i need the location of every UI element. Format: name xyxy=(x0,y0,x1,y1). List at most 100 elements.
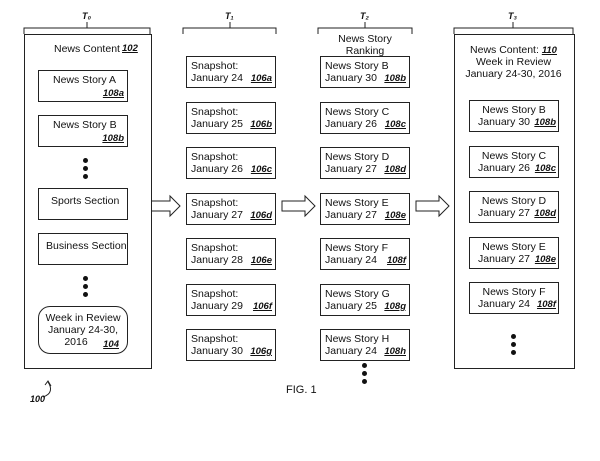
snapshot-4-ref: 106d xyxy=(250,209,272,221)
t0-bracket xyxy=(23,22,151,34)
week-in-review-line1: Week in Review xyxy=(45,312,121,324)
ellipsis-dot xyxy=(83,174,88,179)
snapshot-2-line1: Snapshot: xyxy=(191,105,239,118)
snapshot-5-box: Snapshot:January 28 106e xyxy=(186,238,276,270)
review-story-4-line2: January 27 xyxy=(478,252,530,265)
ellipsis-dot xyxy=(511,350,516,355)
week-review-title-ref: 110 xyxy=(541,45,557,56)
ellipsis-dot xyxy=(83,292,88,297)
news-story-b-box: News Story B 108b xyxy=(38,115,128,147)
figure-caption: FIG. 1 xyxy=(286,384,317,396)
arrow-t1-t2 xyxy=(281,194,316,218)
week-in-review-ref: 104 xyxy=(103,339,119,350)
snapshot-6-ref: 106f xyxy=(252,300,272,312)
t1-bracket xyxy=(182,22,277,34)
review-story-3-line2: January 27 xyxy=(478,207,530,219)
news-story-a-box: News Story A 108a xyxy=(38,70,128,102)
ellipsis-dot xyxy=(362,371,367,376)
time-label-t1: T₁ xyxy=(225,11,234,21)
snapshot-2-line2: January 25 xyxy=(191,117,243,130)
news-story-a-label: News Story A xyxy=(53,74,117,86)
ellipsis-dot xyxy=(83,158,88,163)
snapshot-7-box: Snapshot:January 30 106g xyxy=(186,329,276,361)
arrow-t2-t3 xyxy=(415,194,450,218)
review-story-5-ref: 108f xyxy=(536,299,556,310)
review-story-3-line1: News Story D xyxy=(481,195,547,207)
ranking-title-line1: News Story xyxy=(338,33,392,45)
time-label-t3: T₃ xyxy=(508,11,517,21)
ranked-story-1-line2: January 30 xyxy=(325,72,377,84)
snapshot-4-line1: Snapshot: xyxy=(191,196,239,209)
review-story-4-line1: News Story E xyxy=(482,240,546,253)
ranked-story-2-ref: 108c xyxy=(384,118,406,130)
ellipsis-dot xyxy=(83,276,88,281)
review-story-4-ref: 108e xyxy=(534,253,556,265)
week-review-title-line1: News Content: 110 xyxy=(470,44,557,56)
snapshot-7-line2: January 30 xyxy=(191,345,243,357)
week-review-title-line2: Week in Review xyxy=(475,56,552,68)
t3-bracket xyxy=(453,22,574,34)
snapshot-5-line2: January 28 xyxy=(191,254,243,266)
figure-ref-pointer xyxy=(42,381,52,398)
ranked-story-6-line2: January 25 xyxy=(325,299,377,312)
week-review-title-line3: January 24-30, 2016 xyxy=(465,68,562,80)
ellipsis-dot xyxy=(83,284,88,289)
review-story-1-ref: 108b xyxy=(534,117,556,128)
sports-section-box: Sports Section xyxy=(38,188,128,220)
snapshot-4-line2: January 27 xyxy=(191,208,243,221)
ranked-story-6-ref: 108g xyxy=(384,300,406,312)
snapshot-6-box: Snapshot:January 29 106f xyxy=(186,283,276,316)
review-story-2-line1: News Story C xyxy=(481,149,547,162)
news-story-a-ref: 108a xyxy=(102,88,124,99)
week-in-review-line2: January 24-30, xyxy=(47,324,119,336)
ellipsis-dot xyxy=(511,334,516,339)
ranked-story-7-ref: 108h xyxy=(384,346,406,357)
ranked-story-7-line2: January 24 xyxy=(325,345,377,357)
snapshot-7-ref: 106g xyxy=(250,346,272,357)
week-in-review-box: Week in Review January 24-30, 2016 104 xyxy=(38,306,128,354)
snapshot-7-line1: Snapshot: xyxy=(191,333,239,345)
ellipsis-dot xyxy=(511,342,516,347)
ranking-title-line2: Ranking xyxy=(345,45,385,57)
news-content-title: News Content xyxy=(54,43,120,55)
ellipsis-dot xyxy=(362,363,367,368)
ranked-story-3-line1: News Story D xyxy=(325,151,390,163)
snapshot-3-box: Snapshot:January 26 106c xyxy=(186,147,276,179)
ellipsis-dot xyxy=(362,379,367,384)
snapshot-5-ref: 106e xyxy=(250,255,272,266)
ranked-story-2-line2: January 26 xyxy=(325,117,377,130)
business-section-box: Business Section xyxy=(38,233,128,265)
time-label-t0: T₀ xyxy=(82,11,92,21)
snapshot-1-ref: 106a xyxy=(250,73,272,84)
t2-bracket xyxy=(317,22,413,34)
news-content-ref: 102 xyxy=(122,43,138,54)
snapshot-5-line1: Snapshot: xyxy=(191,242,239,254)
snapshot-4-box: Snapshot:January 27 106d xyxy=(186,192,276,225)
snapshot-6-line2: January 29 xyxy=(191,299,243,312)
snapshot-3-ref: 106c xyxy=(250,164,272,175)
time-label-t2: T₂ xyxy=(360,11,369,21)
snapshot-6-line1: Snapshot: xyxy=(191,287,239,300)
figure-ref-number: 100 xyxy=(30,394,46,404)
snapshot-1-line2: January 24 xyxy=(191,72,243,84)
ranked-story-1-ref: 108b xyxy=(384,73,406,84)
snapshot-3-line2: January 26 xyxy=(191,163,243,175)
ranked-story-5-line1: News Story F xyxy=(325,242,389,254)
ranked-story-5-line2: January 24 xyxy=(325,254,377,266)
news-story-b-label: News Story B xyxy=(53,119,117,131)
ranked-story-1-line1: News Story B xyxy=(325,60,389,72)
ellipsis-dot xyxy=(83,166,88,171)
snapshot-3-line1: Snapshot: xyxy=(191,151,239,163)
